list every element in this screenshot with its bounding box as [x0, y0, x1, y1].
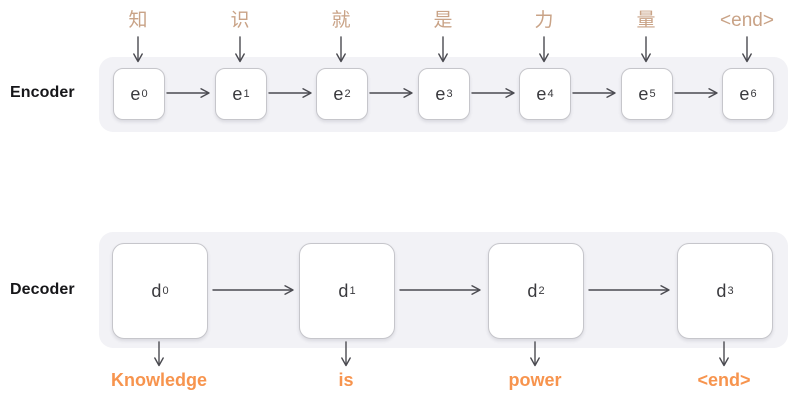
unit-subscript: 4 — [547, 87, 554, 100]
arrow-right-icon — [471, 88, 515, 98]
arrow-down-icon — [742, 36, 752, 63]
encoder-input-token: 是 — [433, 10, 453, 31]
unit-label: e — [130, 83, 141, 104]
encoder-input-token: 知 — [128, 10, 148, 31]
arrow-down-icon — [154, 341, 164, 367]
arrow-down-icon — [530, 341, 540, 367]
unit-subscript: 1 — [243, 87, 250, 100]
unit-subscript: 0 — [162, 284, 169, 297]
arrow-right-icon — [572, 88, 616, 98]
unit-subscript: 3 — [446, 87, 453, 100]
arrow-down-icon — [341, 341, 351, 367]
arrow-down-icon — [235, 36, 245, 63]
encoder-input-token: 量 — [636, 10, 656, 31]
encoder-input-token: 就 — [331, 10, 351, 31]
unit-subscript: 5 — [649, 87, 656, 100]
unit-label: e — [333, 83, 344, 104]
unit-label: e — [232, 83, 243, 104]
unit-label: e — [435, 83, 446, 104]
unit-label: d — [716, 280, 727, 301]
arrow-right-icon — [166, 88, 210, 98]
unit-label: e — [536, 83, 547, 104]
unit-subscript: 0 — [141, 87, 148, 100]
arrow-down-icon — [336, 36, 346, 63]
unit-label: d — [338, 280, 349, 301]
arrow-right-icon — [268, 88, 312, 98]
decoder-output-token: <end> — [697, 370, 751, 390]
unit-subscript: 2 — [538, 284, 545, 297]
unit-subscript: 1 — [349, 284, 356, 297]
unit-label: e — [638, 83, 649, 104]
unit-label: d — [151, 280, 162, 301]
encoder-label: Encoder — [10, 84, 75, 101]
decoder-output-token: Knowledge — [110, 370, 207, 390]
arrow-right-icon — [369, 88, 413, 98]
unit-subscript: 2 — [344, 87, 351, 100]
encoder-input-token: 力 — [534, 10, 554, 31]
unit-subscript: 6 — [750, 87, 757, 100]
arrow-down-icon — [641, 36, 651, 63]
decoder-label: Decoder — [10, 281, 75, 298]
arrow-down-icon — [133, 36, 143, 63]
encoder-input-token: 识 — [230, 10, 250, 31]
decoder-output-token: power — [508, 370, 562, 390]
arrow-right-icon — [212, 285, 294, 295]
arrow-down-icon — [539, 36, 549, 63]
unit-subscript: 3 — [727, 284, 734, 297]
arrow-down-icon — [719, 341, 729, 367]
arrow-down-icon — [438, 36, 448, 63]
arrow-right-icon — [588, 285, 670, 295]
decoder-output-token: is — [338, 370, 354, 390]
encoder-input-token: <end> — [720, 10, 774, 31]
arrow-right-icon — [674, 88, 718, 98]
unit-label: d — [527, 280, 538, 301]
arrow-right-icon — [399, 285, 481, 295]
unit-label: e — [739, 83, 750, 104]
